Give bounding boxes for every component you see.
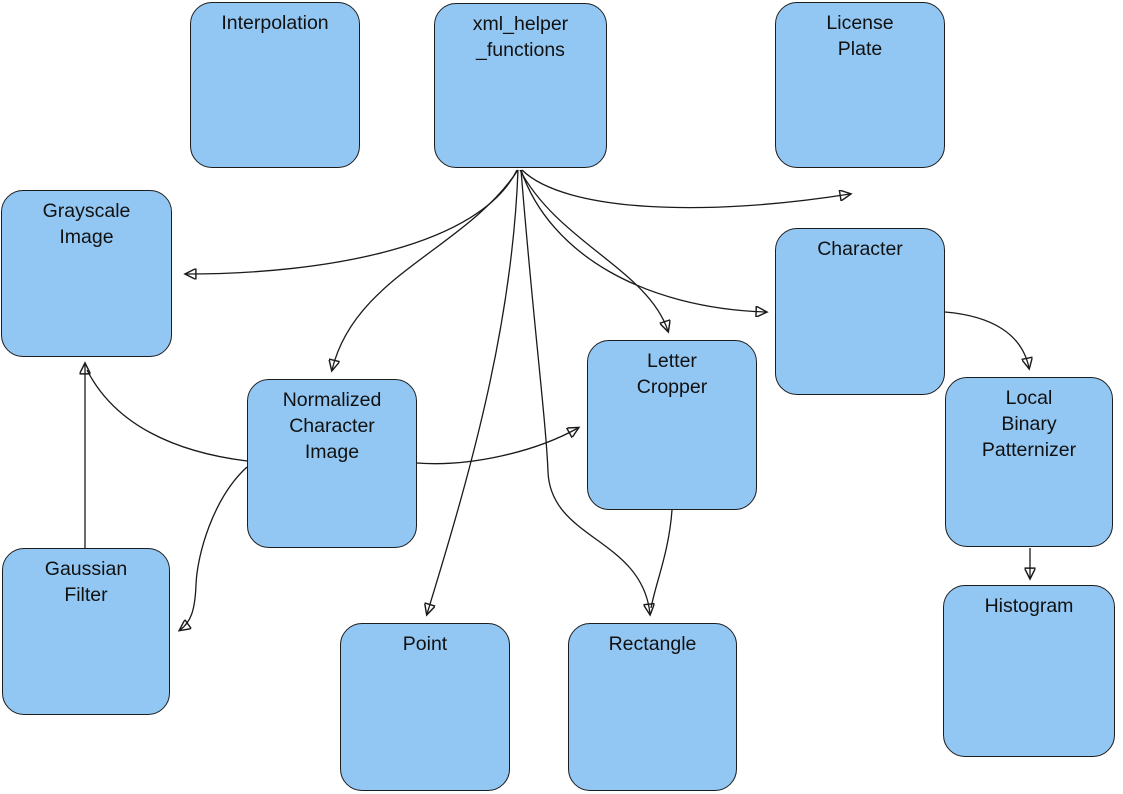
- node-license-plate: License Plate: [775, 2, 945, 168]
- node-rectangle-label: Rectangle: [608, 633, 697, 655]
- node-local-binary-patternizer-label: Local Binary Patternizer: [981, 387, 1077, 461]
- node-normalized-character-image: Normalized Character Image: [247, 379, 417, 548]
- node-grayscale-image-label: Grayscale Image: [42, 200, 131, 248]
- node-xml-helper-functions-label: xml_helper _functions: [472, 13, 569, 61]
- node-histogram-label: Histogram: [984, 595, 1074, 617]
- edge-xml-to-character: [520, 169, 766, 312]
- node-xml-helper-functions: xml_helper _functions: [434, 3, 607, 168]
- edge-xml-to-rectangle: [520, 169, 650, 614]
- edge-letter-cropper-to-rectangle: [650, 509, 673, 609]
- node-character-label: Character: [817, 238, 903, 260]
- node-gaussian-filter-label: Gaussian Filter: [44, 558, 128, 606]
- edge-normalized-to-grayscale: [86, 369, 248, 462]
- node-rectangle: Rectangle: [568, 623, 737, 791]
- node-gaussian-filter: Gaussian Filter: [2, 548, 170, 715]
- edge-xml-to-normalized: [332, 169, 519, 370]
- node-letter-cropper: Letter Cropper: [587, 340, 757, 510]
- node-license-plate-label: License Plate: [826, 12, 894, 60]
- edge-xml-to-point: [427, 169, 519, 614]
- node-interpolation: Interpolation: [190, 2, 360, 168]
- node-histogram: Histogram: [943, 585, 1115, 757]
- edge-xml-to-grayscale: [186, 169, 518, 274]
- node-local-binary-patternizer: Local Binary Patternizer: [945, 377, 1113, 547]
- edge-normalized-to-letter-cropper: [416, 428, 578, 465]
- node-normalized-character-image-label: Normalized Character Image: [282, 389, 382, 463]
- node-character: Character: [775, 228, 945, 395]
- node-grayscale-image: Grayscale Image: [1, 190, 172, 357]
- edge-xml-to-license-plate: [521, 169, 850, 209]
- edge-xml-to-letter-cropper: [519, 169, 668, 331]
- edge-character-to-lbp: [944, 311, 1029, 368]
- node-interpolation-label: Interpolation: [221, 12, 329, 34]
- edge-normalized-to-gaussian: [180, 466, 248, 630]
- node-point-label: Point: [402, 633, 448, 655]
- node-point: Point: [340, 623, 510, 791]
- node-letter-cropper-label: Letter Cropper: [636, 350, 708, 398]
